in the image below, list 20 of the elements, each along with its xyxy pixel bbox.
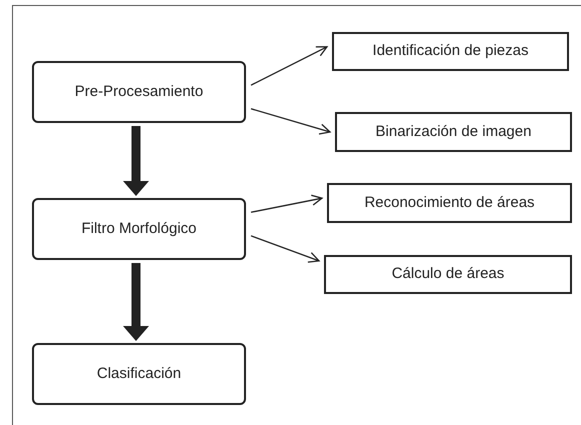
process-box	[32, 61, 246, 123]
box-label: Clasificación	[96, 364, 182, 384]
box-label: Reconocimiento de áreas	[364, 194, 535, 212]
process-box	[327, 183, 572, 223]
arrow	[250, 235, 320, 263]
box-label: Cálculo de áreas	[392, 265, 504, 284]
box-label: Binarización de imagen	[376, 122, 532, 142]
box-label: Filtro Morfológico	[81, 220, 197, 238]
process-box	[324, 255, 572, 294]
arrow	[250, 108, 331, 135]
process-box	[32, 198, 246, 260]
arrow	[250, 194, 323, 213]
block-arrow	[123, 263, 149, 341]
block-arrow	[123, 126, 149, 196]
process-box	[332, 32, 569, 71]
box-label: Pre-Procesamiento	[74, 82, 204, 102]
arrow	[250, 46, 328, 86]
process-box	[32, 343, 246, 405]
box-label: Identificación de piezas	[372, 42, 528, 61]
process-box	[335, 112, 572, 152]
